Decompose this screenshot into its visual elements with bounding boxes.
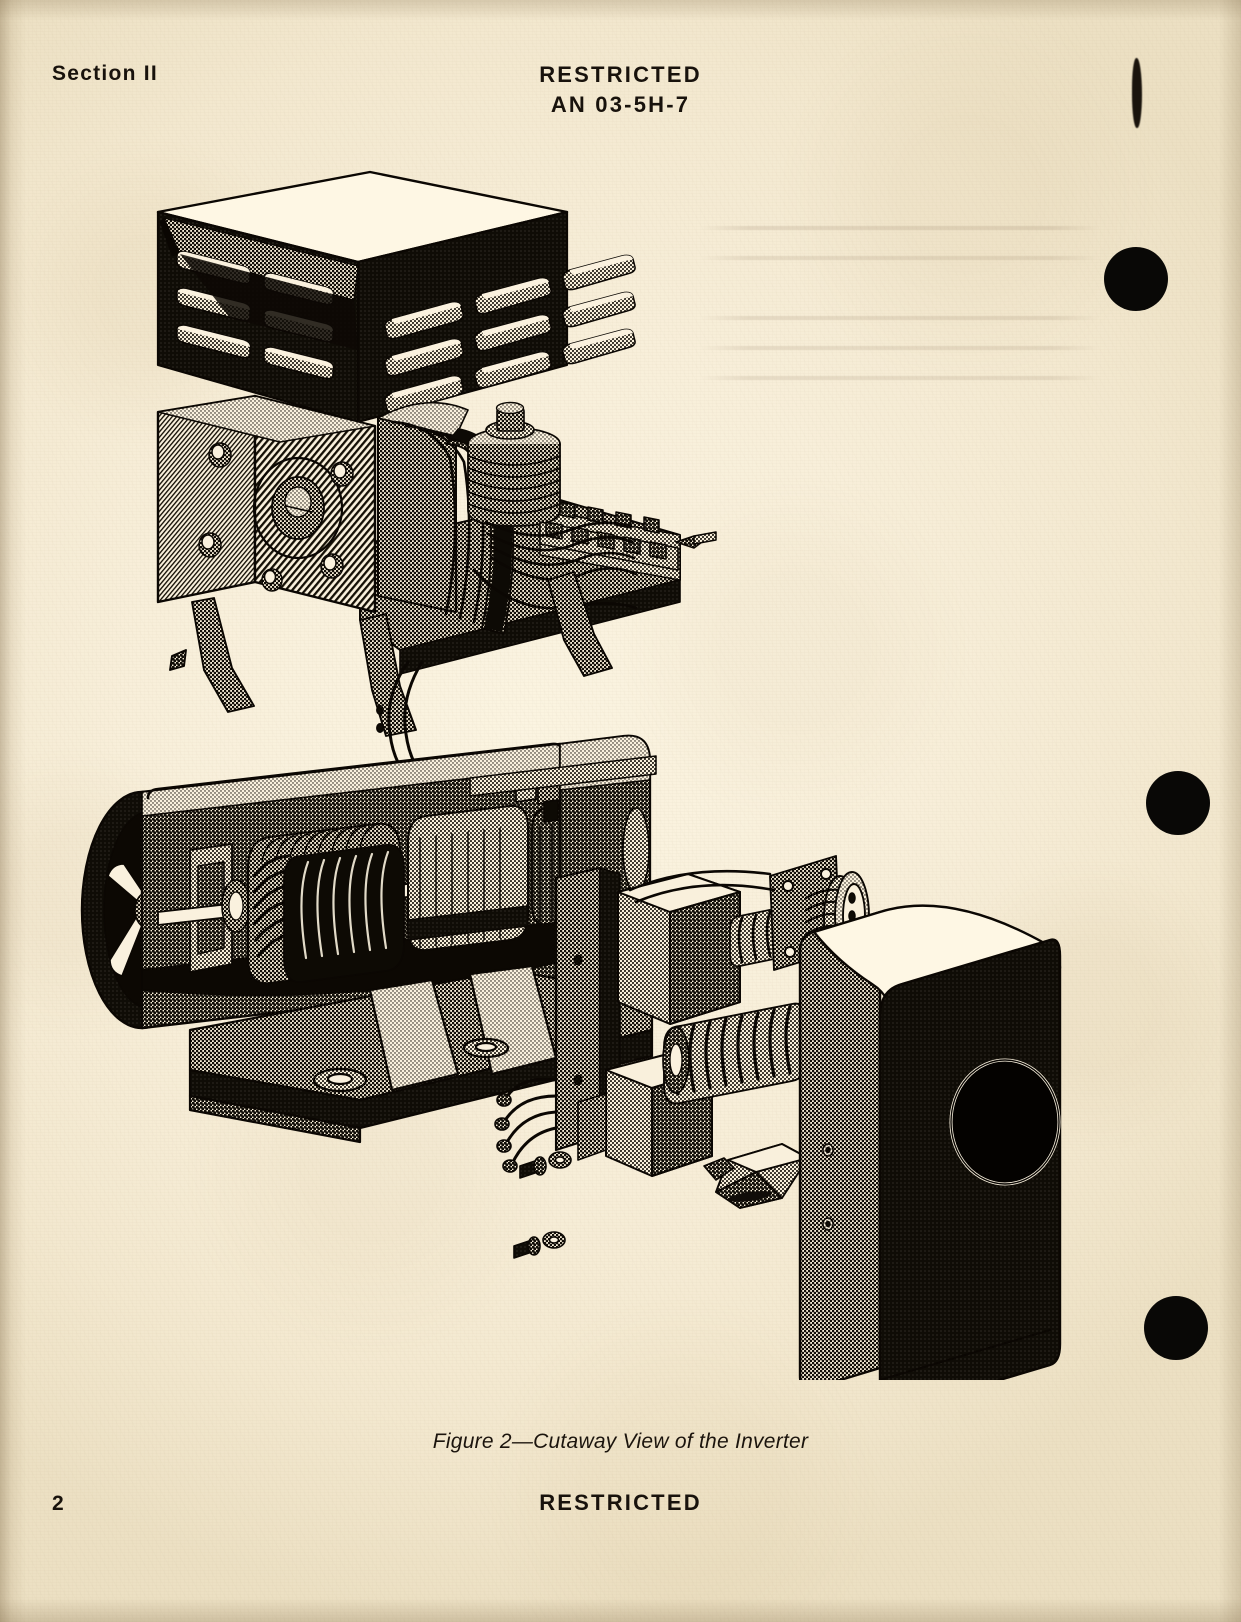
louvered-cover-part [156, 170, 636, 424]
filter-box-assembly-part [494, 855, 870, 1259]
punch-hole-top [1104, 247, 1168, 311]
ink-smudge [1132, 58, 1142, 128]
document-number: AN 03-5H-7 [550, 92, 691, 117]
figure-caption: Figure 2—Cutaway View of the Inverter [432, 1430, 809, 1453]
classification-footer: RESTRICTED [539, 1490, 702, 1515]
filter-chassis-assembly-part [156, 394, 717, 786]
reverse-side-bleed-through [700, 220, 1100, 510]
section-label: Section II [52, 62, 158, 85]
page-number: 2 [52, 1492, 64, 1515]
classification-header: RESTRICTED [539, 62, 702, 87]
scan-edge-shadow-left [0, 0, 26, 1622]
scan-edge-shadow-bottom [0, 1598, 1241, 1622]
scan-edge-shadow-right [1219, 0, 1241, 1622]
figure-cutaway-view-of-the-inverter [40, 150, 1100, 1380]
punch-hole-middle [1146, 771, 1210, 835]
punch-hole-bottom [1144, 1296, 1208, 1360]
filter-cover-part [798, 904, 1062, 1380]
scan-edge-shadow-top [0, 0, 1241, 20]
